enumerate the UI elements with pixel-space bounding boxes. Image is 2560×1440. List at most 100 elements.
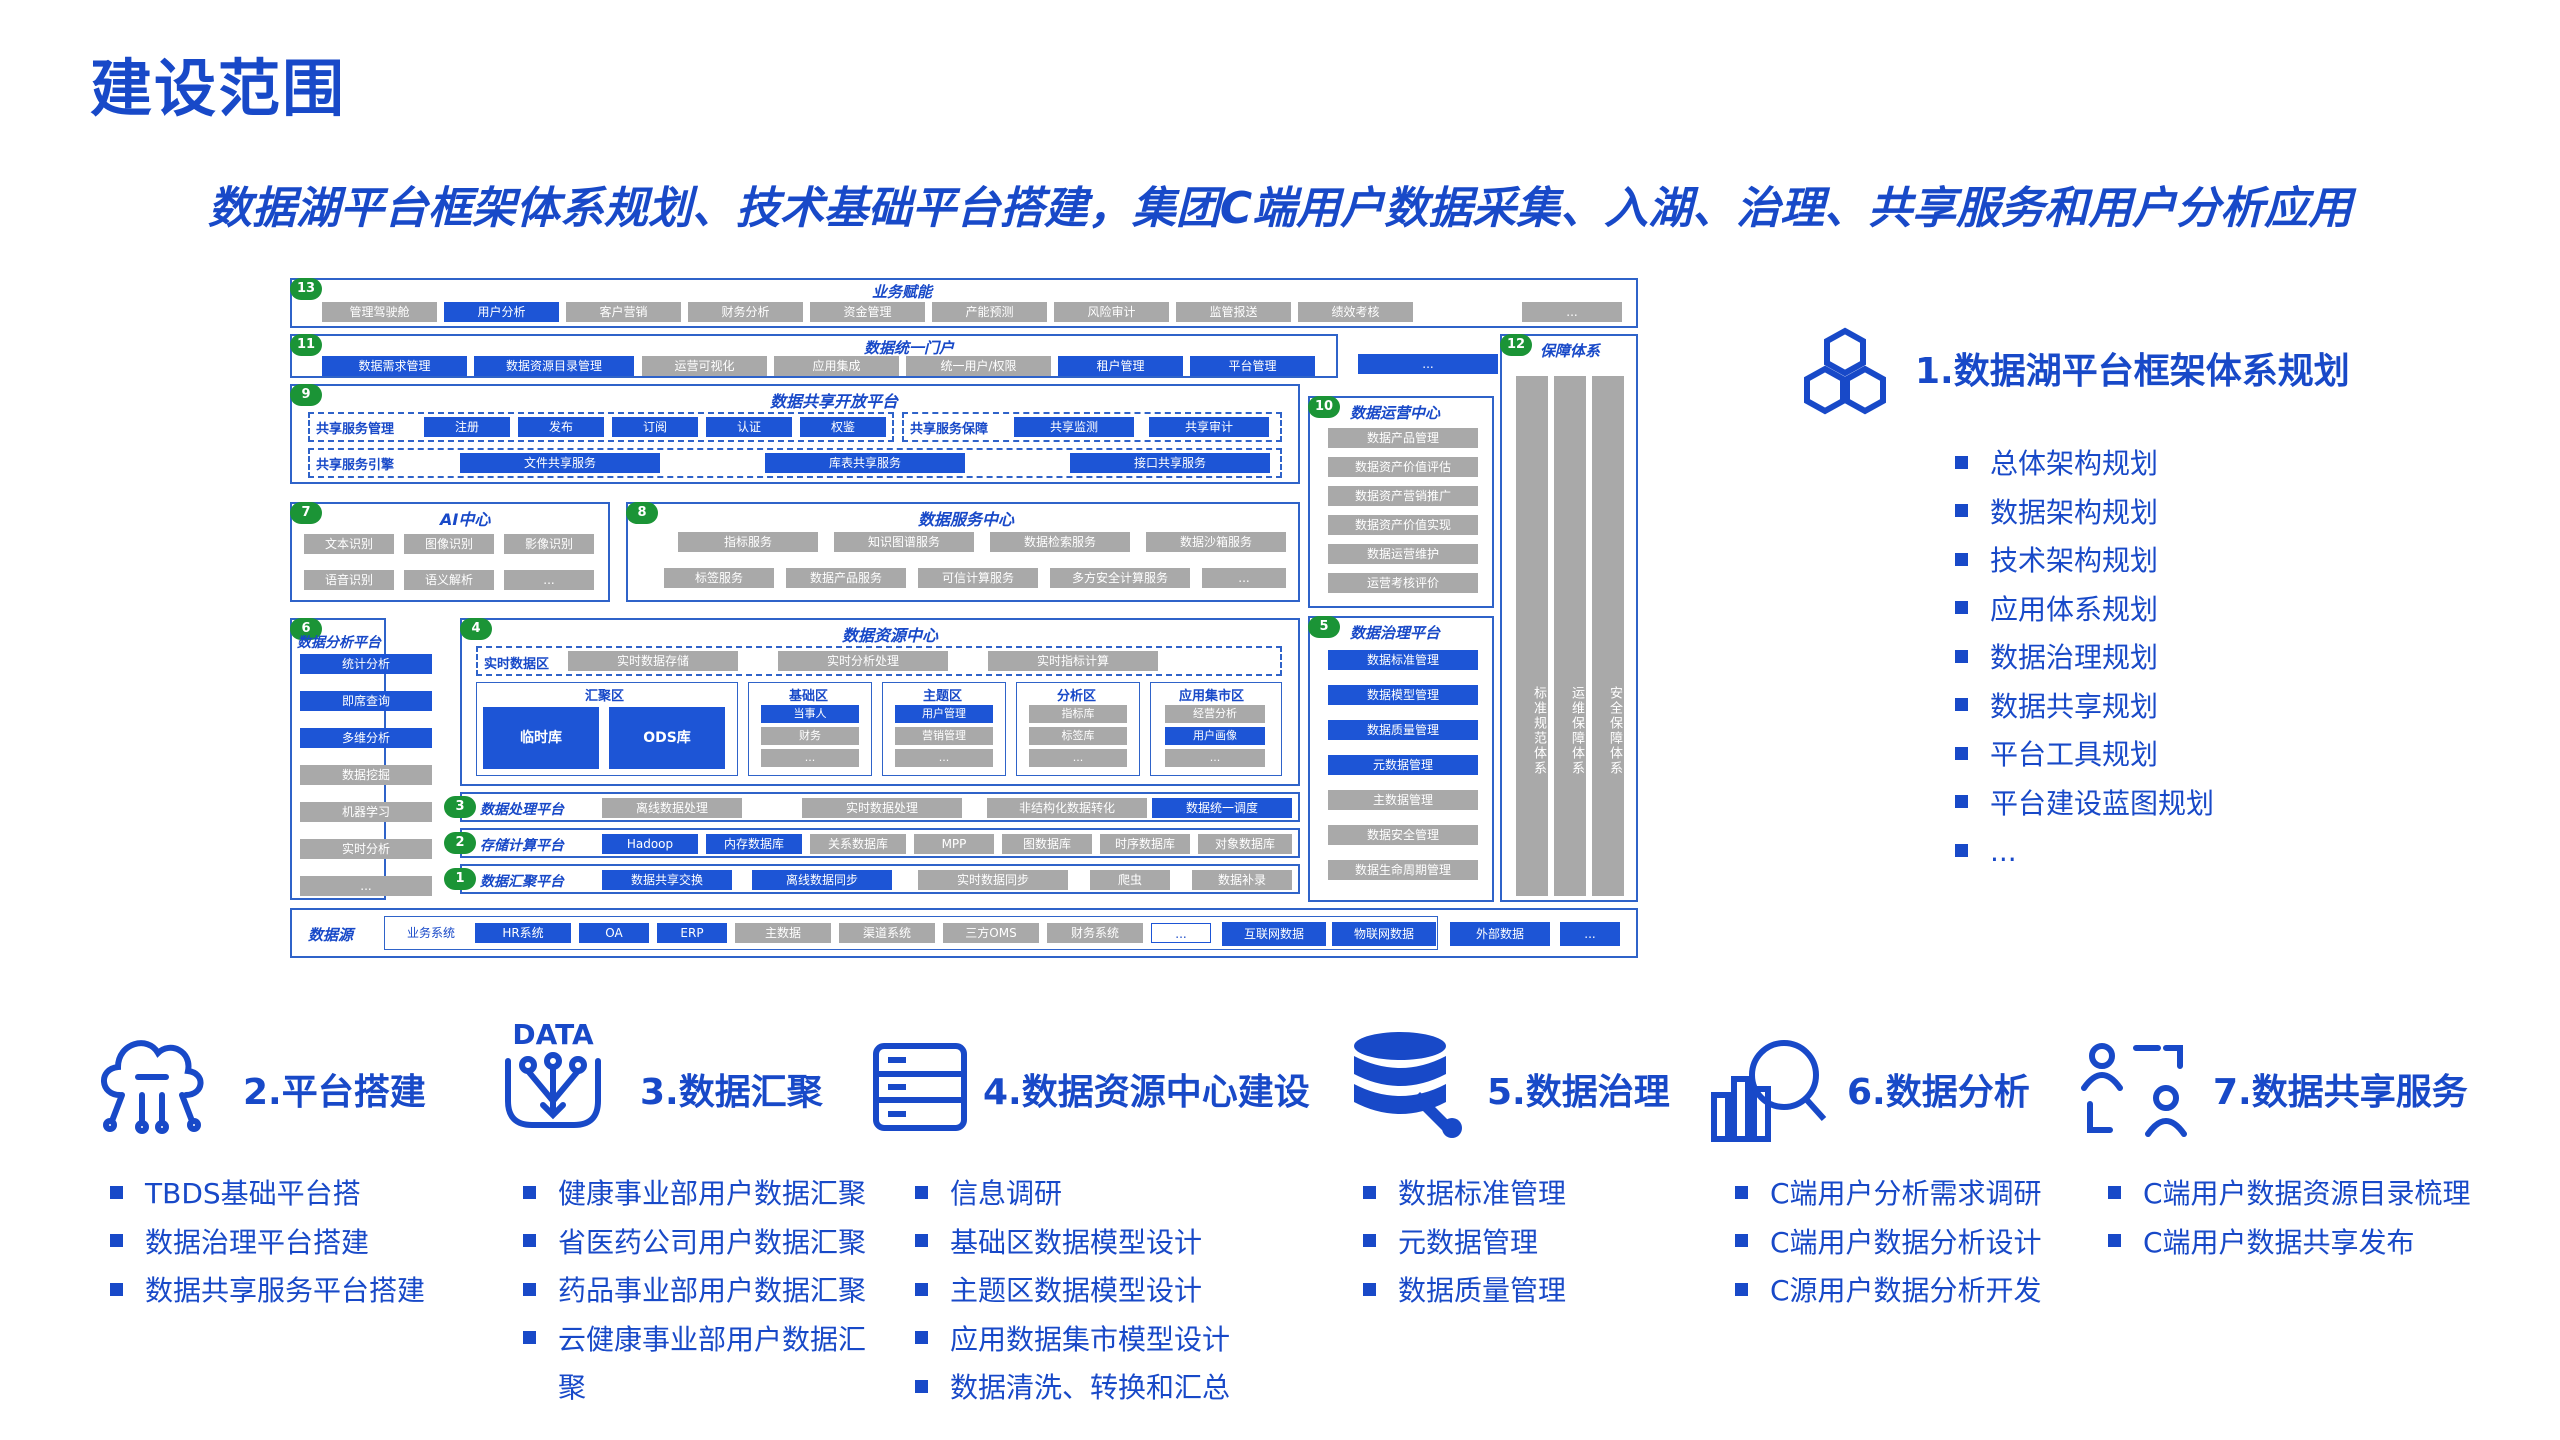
- section-list: TBDS基础平台搭 数据治理平台搭建 数据共享服务平台搭建: [110, 1170, 425, 1316]
- mart-item: 经营分析: [1165, 705, 1265, 723]
- share-guard-item: 共享审计: [1149, 417, 1269, 437]
- ops-item: 数据资产价值实现: [1328, 515, 1478, 535]
- section-item: C源用户数据分析开发: [1735, 1267, 2042, 1316]
- storage-item: 关系数据库: [810, 834, 906, 854]
- section-title: 3.数据汇聚: [640, 1072, 823, 1113]
- section-item: C端用户数据分析设计: [1735, 1219, 2042, 1268]
- badge-12: 12: [1500, 334, 1532, 356]
- badge-1: 1: [444, 868, 476, 890]
- assurance-column: 安全保障体系: [1592, 376, 1624, 896]
- theme-zone: 主题区 用户管理 营销管理 ...: [882, 682, 1006, 776]
- layer-processing: 3 数据处理平台 离线数据处理 实时数据处理 非结构化数据转化 数据统一调度: [444, 792, 1300, 822]
- ana-item: ...: [1029, 749, 1127, 767]
- external-source: ...: [1560, 922, 1620, 946]
- source-item: HR系统: [475, 923, 571, 943]
- external-source: 外部数据: [1450, 922, 1550, 946]
- layer-business-enablement: 13 业务赋能 管理驾驶舱 用户分析 客户营销 财务分析 资金管理 产能预测 风…: [290, 278, 1638, 328]
- section-title: 6.数据分析: [1847, 1072, 2030, 1113]
- aggregation-item: 离线数据同步: [752, 870, 892, 890]
- layer-label: 数据资源中心: [842, 626, 939, 645]
- layer-label: 业务赋能: [872, 283, 933, 301]
- section-item: 主题区数据模型设计: [915, 1267, 1230, 1316]
- service-item: 数据沙箱服务: [1146, 532, 1286, 552]
- analysis-item: 统计分析: [300, 654, 432, 674]
- section-item: C端用户数据资源目录梳理: [2108, 1170, 2471, 1219]
- share-mgmt-item: 注册: [424, 417, 510, 437]
- source-item: ERP: [657, 923, 727, 943]
- section-list: 信息调研 基础区数据模型设计 主题区数据模型设计 应用数据集市模型设计 数据清洗…: [915, 1170, 1230, 1413]
- process-item: 非结构化数据转化: [987, 798, 1147, 818]
- layer-label: 数据源: [308, 926, 354, 944]
- source-item: 渠道系统: [839, 923, 935, 943]
- zone-label: 应用集市区: [1179, 689, 1245, 704]
- analysis-item: 多维分析: [300, 728, 432, 748]
- layer-storage: 2 存储计算平台 Hadoop 内存数据库 关系数据库 MPP 图数据库 时序数…: [444, 828, 1300, 858]
- base-zone: 基础区 当事人 财务 ...: [748, 682, 872, 776]
- ai-item: ...: [504, 570, 594, 590]
- ai-item: 语音识别: [304, 570, 394, 590]
- section-item: 数据共享服务平台搭建: [110, 1267, 425, 1316]
- biz-item: 客户营销: [566, 302, 681, 322]
- theme-item: 营销管理: [895, 727, 993, 745]
- service-item: 可信计算服务: [918, 568, 1038, 588]
- database-form-icon: [873, 1043, 967, 1131]
- plan-item: 平台建设蓝图规划: [1955, 780, 2214, 829]
- section-item: 数据清洗、转换和汇总: [915, 1364, 1230, 1413]
- biz-item: 风险审计: [1054, 302, 1169, 322]
- layer-operations: 10 数据运营中心 数据产品管理 数据资产价值评估 数据资产营销推广 数据资产价…: [1308, 396, 1494, 608]
- theme-item: 用户管理: [895, 705, 993, 723]
- layer-label: 数据汇聚平台: [480, 874, 564, 890]
- portal-item: 应用集成: [774, 356, 899, 376]
- plan-item: 总体架构规划: [1955, 440, 2214, 489]
- portal-item: 数据资源目录管理: [474, 356, 634, 376]
- layer-share-platform: 9 数据共享开放平台 共享服务管理 注册 发布 订阅 认证 权鉴 共享服务保障 …: [290, 384, 1300, 484]
- section-title: 2.平台搭建: [243, 1072, 426, 1113]
- share-engine-item: 文件共享服务: [460, 453, 660, 473]
- portal-item: 平台管理: [1190, 356, 1315, 376]
- section-item: 元数据管理: [1363, 1219, 1566, 1268]
- architecture-diagram: 13 业务赋能 管理驾驶舱 用户分析 客户营销 财务分析 资金管理 产能预测 风…: [290, 278, 1638, 961]
- analysis-item: 即席查询: [300, 691, 432, 711]
- badge-7: 7: [290, 502, 322, 524]
- layer-label: 数据服务中心: [918, 510, 1015, 529]
- section-item: 省医药公司用户数据汇聚: [523, 1219, 866, 1268]
- aggregation-item: 实时数据同步: [918, 870, 1068, 890]
- section-item: 信息调研: [915, 1170, 1230, 1219]
- gov-item: 数据标准管理: [1328, 650, 1478, 670]
- share-guard-group: 共享服务保障 共享监测 共享审计: [902, 412, 1282, 442]
- hexagons-icon: [1804, 327, 1886, 415]
- database-wrench-icon: [1354, 1032, 1462, 1138]
- section-item: TBDS基础平台搭: [110, 1170, 425, 1219]
- base-item: 财务: [761, 727, 859, 745]
- ai-item: 图像识别: [404, 534, 494, 554]
- analysis-zone: 分析区 指标库 标签库 ...: [1016, 682, 1140, 776]
- zone-label: 汇聚区: [585, 689, 625, 704]
- process-item: 数据统一调度: [1152, 798, 1292, 818]
- process-item: 实时数据处理: [802, 798, 962, 818]
- base-item: ...: [761, 749, 859, 767]
- storage-item: Hadoop: [602, 834, 698, 854]
- layer-assurance: 12 保障体系 标准规范体系 运维保障体系 安全保障体系: [1500, 334, 1638, 902]
- biz-item: ...: [1522, 302, 1622, 322]
- biz-item: 绩效考核: [1298, 302, 1413, 322]
- layer-label: 保障体系: [1540, 342, 1601, 360]
- badge-8: 8: [626, 502, 658, 524]
- section-title: 5.数据治理: [1487, 1072, 1670, 1113]
- zone-label: 主题区: [923, 689, 963, 704]
- layer-aggregation: 1 数据汇聚平台 数据共享交换 离线数据同步 实时数据同步 爬虫 数据补录: [444, 864, 1300, 894]
- ai-item: 影像识别: [504, 534, 594, 554]
- plan-list: 总体架构规划 数据架构规划 技术架构规划 应用体系规划 数据治理规划 数据共享规…: [1955, 440, 2214, 877]
- plan-item: ...: [1955, 828, 2214, 877]
- badge-4: 4: [460, 618, 492, 640]
- share-mgmt-item: 权鉴: [800, 417, 886, 437]
- gov-item: 数据模型管理: [1328, 685, 1478, 705]
- hub-zone: 汇聚区 临时库 ODS库: [476, 682, 738, 776]
- plan-item: 技术架构规划: [1955, 537, 2214, 586]
- badge-6: 6: [290, 618, 322, 640]
- share-engine-item: 接口共享服务: [1070, 453, 1270, 473]
- portal-item: ...: [1358, 354, 1498, 374]
- service-item: 数据检索服务: [990, 532, 1130, 552]
- zone-label: 分析区: [1057, 689, 1097, 704]
- badge-11: 11: [290, 334, 322, 356]
- gov-item: 数据安全管理: [1328, 825, 1478, 845]
